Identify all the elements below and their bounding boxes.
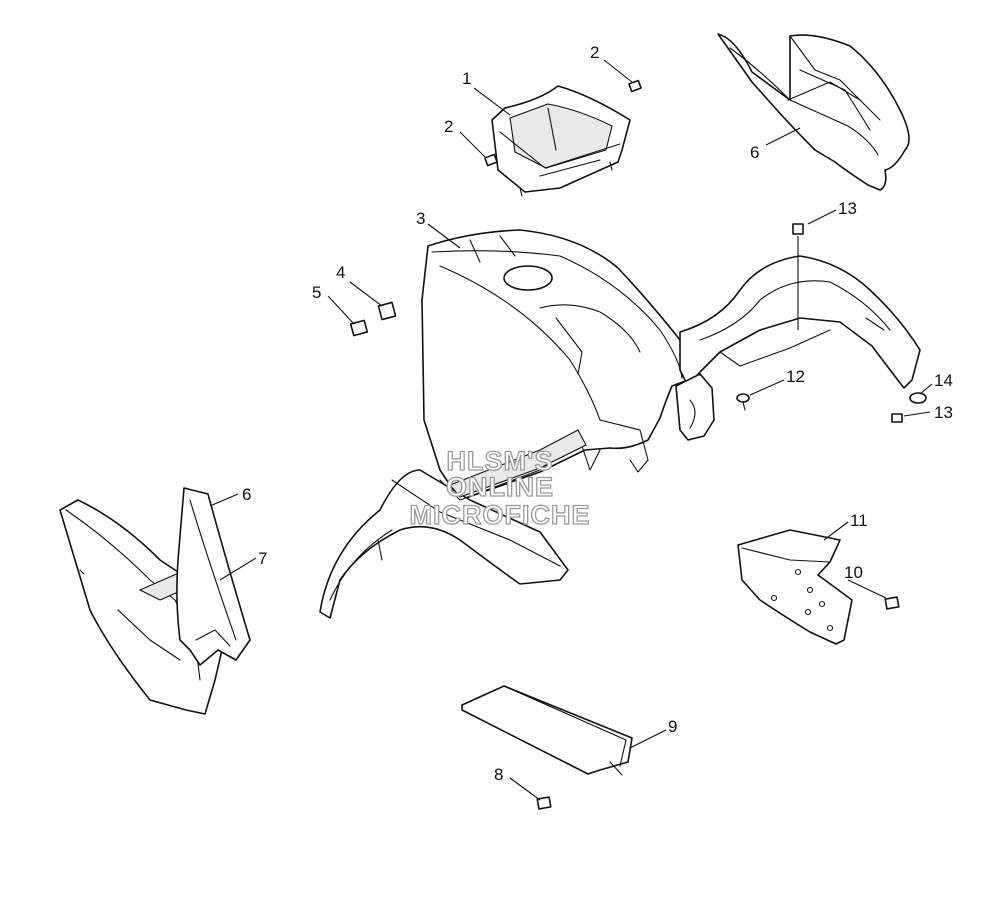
watermark-line-2: ONLINE	[446, 472, 554, 502]
fastener-12	[736, 393, 750, 411]
rear-rack-fender	[675, 255, 921, 441]
watermark-line-3: MICROFICHE	[410, 500, 591, 530]
side-panel-upper	[717, 33, 910, 191]
screw-5	[349, 319, 369, 337]
callout-14: 14	[934, 371, 953, 390]
clip-4	[377, 301, 397, 321]
callout-13b: 13	[934, 403, 953, 422]
leader-lines	[209, 59, 933, 801]
callout-10: 10	[844, 563, 863, 582]
screw-10	[884, 596, 900, 610]
screw-8	[536, 796, 552, 810]
callout-6b: 6	[242, 485, 251, 504]
callout-4: 4	[336, 263, 345, 282]
front-fender-lower	[319, 429, 601, 619]
callout-9: 9	[668, 717, 677, 736]
lower-plate-9	[461, 685, 633, 776]
callout-2b: 2	[444, 117, 453, 136]
fastener-2b	[484, 153, 498, 167]
bolt-13b	[891, 413, 903, 423]
callout-6a: 6	[750, 143, 759, 162]
fastener-2a	[628, 79, 642, 93]
callout-8: 8	[494, 765, 503, 784]
callout-13a: 13	[838, 199, 857, 218]
headlight-pod	[491, 85, 631, 197]
washer-14	[909, 392, 927, 404]
callout-3: 3	[416, 209, 425, 228]
callout-labels: 1 2 2 3 4 5 6 6 7 8 9 10 11 12 13 13 14	[242, 43, 953, 784]
inner-guard-7	[176, 487, 251, 666]
callout-1: 1	[462, 69, 471, 88]
watermark-line-1: HLSM'S	[447, 446, 554, 476]
callout-2a: 2	[590, 43, 599, 62]
callout-12: 12	[786, 367, 805, 386]
callout-5: 5	[312, 283, 321, 302]
skid-bracket-11	[737, 529, 853, 645]
watermark: HLSM'S ONLINE MICROFICHE	[409, 445, 591, 530]
callout-11: 11	[850, 511, 868, 530]
callout-7: 7	[258, 549, 267, 568]
bolt-13a	[792, 223, 804, 235]
